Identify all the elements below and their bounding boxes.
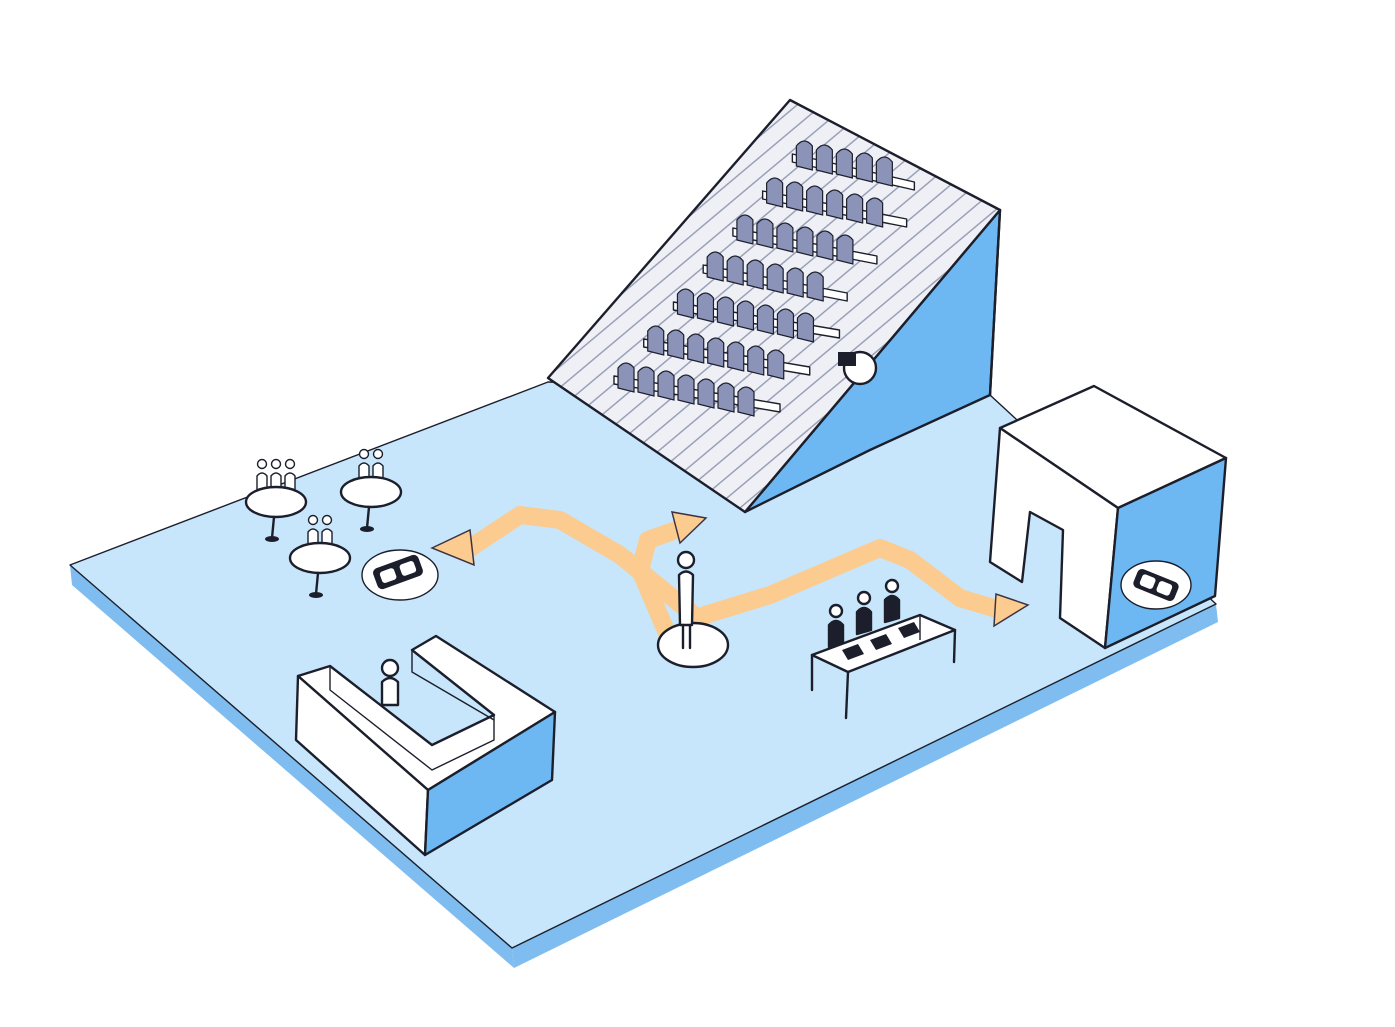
seat <box>736 300 755 331</box>
cafe-tables <box>244 448 403 598</box>
path-arrows <box>430 506 1030 649</box>
floor-platform <box>69 381 1218 968</box>
arrow-icon <box>430 528 475 567</box>
seat <box>776 308 795 339</box>
cafe-table <box>288 514 352 598</box>
person-icon <box>256 458 268 490</box>
seat-row <box>643 325 811 380</box>
cafe-table <box>244 458 308 542</box>
seat <box>696 292 715 323</box>
vr-headset-icon <box>361 549 439 601</box>
seat <box>875 156 893 187</box>
seat <box>846 193 864 224</box>
floor-edge-left <box>70 565 514 968</box>
standing-person-on-spot <box>656 550 730 669</box>
seat <box>826 189 844 220</box>
person-icon <box>855 590 873 636</box>
seat <box>796 226 814 257</box>
seat <box>746 259 764 290</box>
seat <box>836 234 854 265</box>
person-icon <box>827 603 845 649</box>
seat <box>786 267 804 298</box>
vr-headset-icon <box>1120 560 1192 610</box>
seat <box>866 197 884 228</box>
camera-icon <box>838 350 878 386</box>
seat <box>816 230 834 261</box>
auditorium-tiered-seating <box>546 98 1002 514</box>
seat <box>677 374 695 405</box>
arrow-icon <box>670 511 708 545</box>
seat-row <box>732 214 878 265</box>
person-icon <box>380 658 400 707</box>
seat <box>806 271 824 302</box>
seat <box>766 177 784 208</box>
worktable-with-people <box>810 578 957 720</box>
seat <box>726 255 744 286</box>
seat <box>706 251 724 282</box>
seat <box>766 263 784 294</box>
person-icon <box>284 458 296 490</box>
room-box-right <box>988 384 1228 650</box>
seat-rows <box>613 140 916 417</box>
seat <box>716 296 735 327</box>
seat <box>747 345 765 376</box>
arrow-icon <box>993 592 1030 628</box>
cafe-table <box>339 448 403 532</box>
seat <box>676 288 695 319</box>
seat <box>727 341 745 372</box>
seat <box>767 349 785 380</box>
person-icon <box>307 514 319 546</box>
person-icon <box>372 448 384 480</box>
seat <box>737 386 755 417</box>
path-arrow-up <box>631 519 691 649</box>
seat <box>815 144 833 175</box>
seat <box>855 152 873 183</box>
path-arrow-right <box>696 539 1009 624</box>
auditorium-stairs <box>546 98 1002 514</box>
seat <box>717 382 735 413</box>
seat <box>657 370 675 401</box>
person-icon <box>358 448 370 480</box>
seat <box>786 181 804 212</box>
seat <box>796 312 815 343</box>
seat <box>667 329 685 360</box>
person-icon <box>676 550 696 650</box>
seat-row <box>672 288 841 343</box>
reception-counter <box>294 634 557 857</box>
seat-row <box>613 362 781 417</box>
seat <box>795 140 813 171</box>
seat-row <box>791 140 916 191</box>
seat <box>697 378 715 409</box>
counter-side <box>423 710 557 857</box>
seat <box>617 362 635 393</box>
seat <box>707 337 725 368</box>
person-icon <box>883 578 901 624</box>
seat <box>736 214 754 245</box>
seat <box>687 333 705 364</box>
seat <box>647 325 665 356</box>
seat <box>835 148 853 179</box>
seat <box>806 185 824 216</box>
floor-edge-right <box>512 604 1218 968</box>
seat <box>637 366 655 397</box>
person-icon <box>321 514 333 546</box>
seat-row <box>761 177 908 228</box>
seat <box>756 304 775 335</box>
person-icon <box>270 458 282 490</box>
laptops <box>842 622 920 660</box>
seat <box>756 218 774 249</box>
seat <box>776 222 794 253</box>
seat-row <box>702 251 848 302</box>
